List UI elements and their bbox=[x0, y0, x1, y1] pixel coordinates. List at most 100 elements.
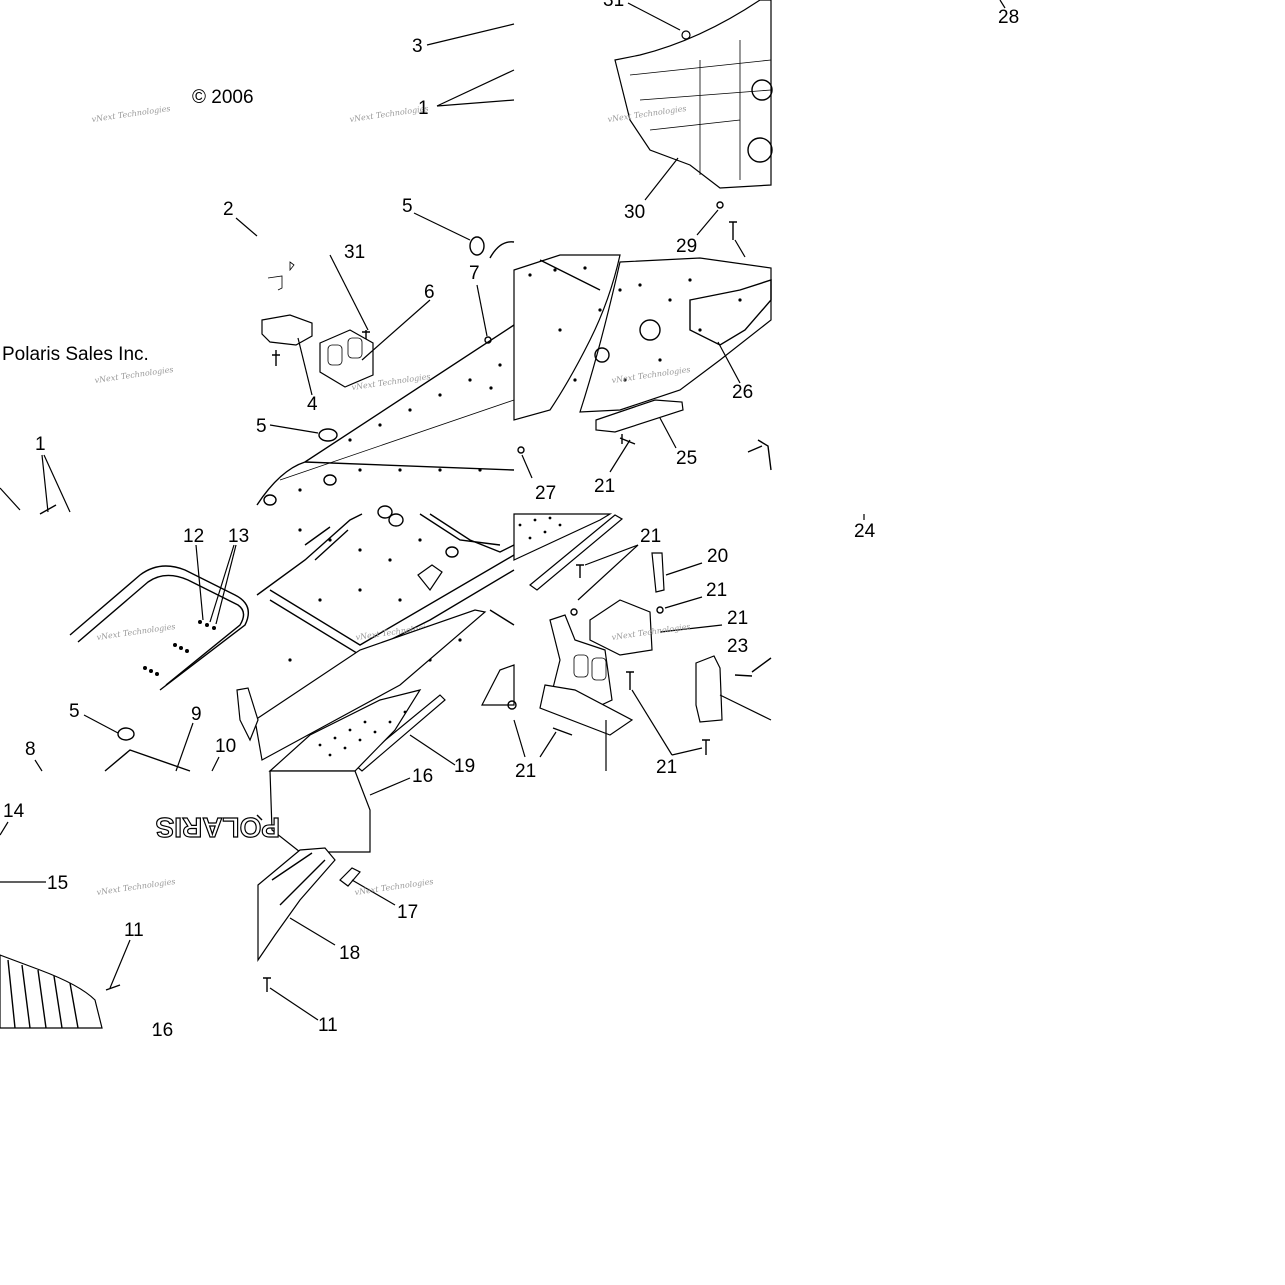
callout-20: 20 bbox=[707, 546, 728, 567]
callout-15: 15 bbox=[47, 873, 68, 894]
callout-21: 21 bbox=[727, 608, 748, 629]
rail-26 bbox=[689, 279, 772, 346]
leader-8 bbox=[34, 759, 43, 772]
callout-31: 31 bbox=[603, 0, 624, 11]
running-board-end bbox=[489, 609, 515, 626]
clip-17 bbox=[339, 867, 361, 887]
callout-11: 11 bbox=[318, 1015, 338, 1036]
callout-23: 23 bbox=[727, 636, 748, 657]
watermark-e1: vNext Technologies bbox=[96, 622, 176, 642]
leader-5c bbox=[83, 714, 119, 734]
leader-26 bbox=[717, 341, 741, 384]
chassis-front bbox=[614, 0, 772, 189]
callout-8: 8 bbox=[25, 739, 36, 760]
callout-25: 25 bbox=[676, 448, 697, 469]
floor-hole-2 bbox=[263, 494, 277, 506]
leader-21b-b bbox=[577, 544, 639, 601]
panel-edge bbox=[489, 241, 515, 259]
callout-1: 1 bbox=[35, 434, 46, 455]
leader-1b-a bbox=[0, 487, 21, 511]
chassis-detail bbox=[629, 40, 772, 180]
leader-21d bbox=[659, 624, 723, 633]
callout-18: 18 bbox=[339, 943, 360, 964]
callout-21: 21 bbox=[656, 757, 677, 778]
leader-28 bbox=[999, 0, 1006, 9]
watermark-b1: vNext Technologies bbox=[349, 104, 429, 124]
leader-13b bbox=[215, 544, 237, 625]
callout-5: 5 bbox=[402, 196, 413, 217]
handle-18 bbox=[257, 847, 336, 962]
floor-right-step bbox=[429, 513, 515, 553]
leader-3 bbox=[426, 23, 515, 46]
leader-16a bbox=[369, 777, 411, 796]
callout-30: 30 bbox=[624, 202, 645, 223]
callout-12: 12 bbox=[183, 526, 204, 547]
handle-18-ridge bbox=[271, 852, 326, 906]
leader-21c bbox=[664, 596, 703, 609]
leader-21e-b bbox=[539, 731, 557, 758]
callout-11: 11 bbox=[124, 920, 144, 941]
svg-text:vNext Technologies: vNext Technologies bbox=[91, 104, 171, 124]
leader-21b-a bbox=[584, 544, 639, 566]
plate-6 bbox=[319, 329, 374, 388]
leader-21f-b bbox=[671, 747, 703, 756]
rivet-23 bbox=[734, 657, 772, 677]
bumper-grille bbox=[0, 954, 103, 1029]
rivet-29 bbox=[729, 221, 737, 240]
grommet-5a bbox=[469, 236, 485, 256]
leader-31b bbox=[329, 254, 369, 331]
watermark-a1: vNext Technologies bbox=[91, 104, 171, 124]
foot-pad-knob bbox=[507, 700, 517, 710]
leader-1a-a bbox=[436, 69, 515, 107]
callout-5: 5 bbox=[256, 416, 267, 437]
callout-10: 10 bbox=[215, 736, 236, 757]
tunnel-hole-1 bbox=[639, 319, 661, 341]
handle-rail bbox=[69, 565, 249, 691]
footrest-clip bbox=[417, 564, 443, 592]
callout-7: 7 bbox=[469, 263, 480, 284]
tunnel-rear bbox=[579, 257, 772, 413]
nut-29 bbox=[716, 201, 724, 209]
leader-1b-b bbox=[41, 454, 49, 513]
chassis-hole-2 bbox=[751, 79, 773, 101]
leader-7 bbox=[476, 284, 488, 337]
leader-6 bbox=[361, 299, 431, 361]
plate-6-hole-left bbox=[327, 344, 343, 366]
leader-21e bbox=[513, 719, 526, 758]
rivet-11b bbox=[263, 977, 271, 992]
callout-29: 29 bbox=[676, 236, 697, 257]
emblem-panel bbox=[269, 770, 371, 853]
strip-upper bbox=[529, 514, 624, 591]
callout-21: 21 bbox=[640, 526, 661, 547]
watermark-a2: vNext Technologies bbox=[94, 365, 174, 385]
leader-25 bbox=[659, 417, 677, 449]
leader-5a bbox=[413, 212, 471, 241]
floor-hole-5 bbox=[445, 546, 459, 558]
rail-dots bbox=[143, 620, 216, 676]
leader-9 bbox=[175, 722, 194, 772]
rivet-21e bbox=[552, 727, 573, 736]
callout-21: 21 bbox=[706, 580, 727, 601]
leader-1a-b bbox=[436, 99, 515, 107]
fastener-27 bbox=[517, 446, 525, 454]
leader-11b bbox=[269, 987, 319, 1021]
tunnel-hole-2 bbox=[594, 347, 610, 363]
leader-21f bbox=[631, 689, 673, 756]
callout-4: 4 bbox=[307, 394, 318, 415]
leader-30 bbox=[644, 157, 679, 201]
floor-hole-1 bbox=[323, 474, 337, 486]
rivet-21f bbox=[702, 739, 710, 755]
leader-27 bbox=[521, 454, 533, 479]
callout-28: 28 bbox=[998, 7, 1019, 28]
leader-13 bbox=[209, 544, 235, 623]
floor-groove bbox=[304, 526, 349, 561]
callout-14: 14 bbox=[3, 801, 25, 822]
fastener-31a bbox=[681, 30, 691, 40]
bracket-hole-left bbox=[573, 654, 589, 678]
callout-13: 13 bbox=[228, 526, 249, 547]
callout-21: 21 bbox=[515, 761, 536, 782]
strap-20 bbox=[651, 552, 665, 593]
panel-right-dots bbox=[518, 516, 562, 540]
callout-16: 16 bbox=[152, 1020, 173, 1041]
floor-panel-front bbox=[304, 461, 515, 471]
